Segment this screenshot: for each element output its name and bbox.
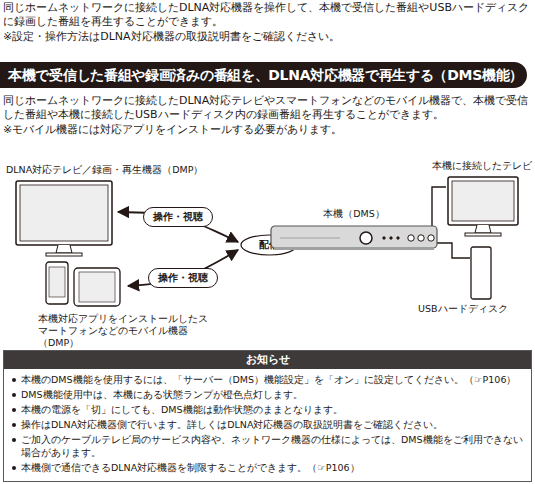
edge-label: 操作・視聴 (143, 207, 213, 227)
notice-heading: お知らせ (4, 351, 531, 369)
device-label: 本機に接続したテレビ (432, 160, 532, 172)
device-label: 本機対応アプリをインストールしたスマートフォンなどのモバイル機器（DMP） (38, 313, 208, 349)
bullet-dot (12, 423, 16, 427)
body-text: 同じホームネットワークに接続したDLNA対応機器を操作して、本機で受信した番組や… (3, 1, 533, 29)
cable-line (438, 243, 470, 258)
note-text: ※モバイル機器には対応アプリをインストールする必要があります。 (3, 123, 533, 137)
device-illustration (270, 223, 438, 253)
bullet-dot (12, 408, 16, 412)
connected-tv: 本機に接続したテレビ (432, 160, 532, 237)
hdd-illustration (470, 246, 492, 300)
section-title: 本機で受信した番組や録画済みの番組を、DLNA対応機器で再生する（DMS機能） (0, 62, 527, 88)
notice-item: 本機のDMS機能を使用するには、「サーバー（DMS）機能設定」を「オン」に設定し… (21, 373, 516, 386)
body-text: 同じホームネットワークに接続したDLNA対応テレビやスマートフォンなどのモバイル… (3, 94, 533, 122)
notice-item: 本機側で通信できるDLNA対応機器を制限することができます。（☞P106） (21, 461, 360, 474)
bullet-dot (12, 466, 16, 470)
note-text: ※設定・操作方法はDLNA対応機器の取扱説明書をご確認ください。 (3, 30, 533, 44)
notice-item: DMS機能使用中は、本機にある状態ランプが橙色点灯します。 (21, 388, 303, 401)
notice-item: 操作はDLNA対応機器側で行います。詳しくはDLNA対応機器の取扱説明書をご確認… (21, 418, 443, 431)
device-label: DLNA対応テレビ／録画・再生機器（DMP） (6, 164, 206, 176)
notice-item: ご加入のケーブルテレビ局のサービス内容や、ネットワーク機器の仕様によっては、DM… (21, 433, 523, 459)
notice-item: 本機の電源を「切」にしても、DMS機能は動作状態のままとなります。 (21, 403, 343, 416)
device-label: USBハードディスク (418, 303, 530, 315)
title-band: 本機で受信した番組や録画済みの番組を、DLNA対応機器で再生する（DMS機能） (0, 62, 527, 88)
notice-box: お知らせ本機のDMS機能を使用するには、「サーバー（DMS）機能設定」を「オン」… (3, 350, 532, 482)
usb-hdd: USBハードディスク (418, 246, 530, 315)
device-label: 本機（DMS） (270, 208, 438, 220)
tv2-illustration (446, 175, 520, 237)
edge-label: 操作・視聴 (148, 268, 218, 288)
tv-illustration (14, 179, 114, 257)
bullet-dot (12, 378, 16, 382)
bullet-dot (12, 393, 16, 397)
dms-recorder: 本機（DMS） (270, 208, 438, 253)
phones-illustration (44, 258, 124, 310)
bullet-dot (12, 438, 16, 442)
